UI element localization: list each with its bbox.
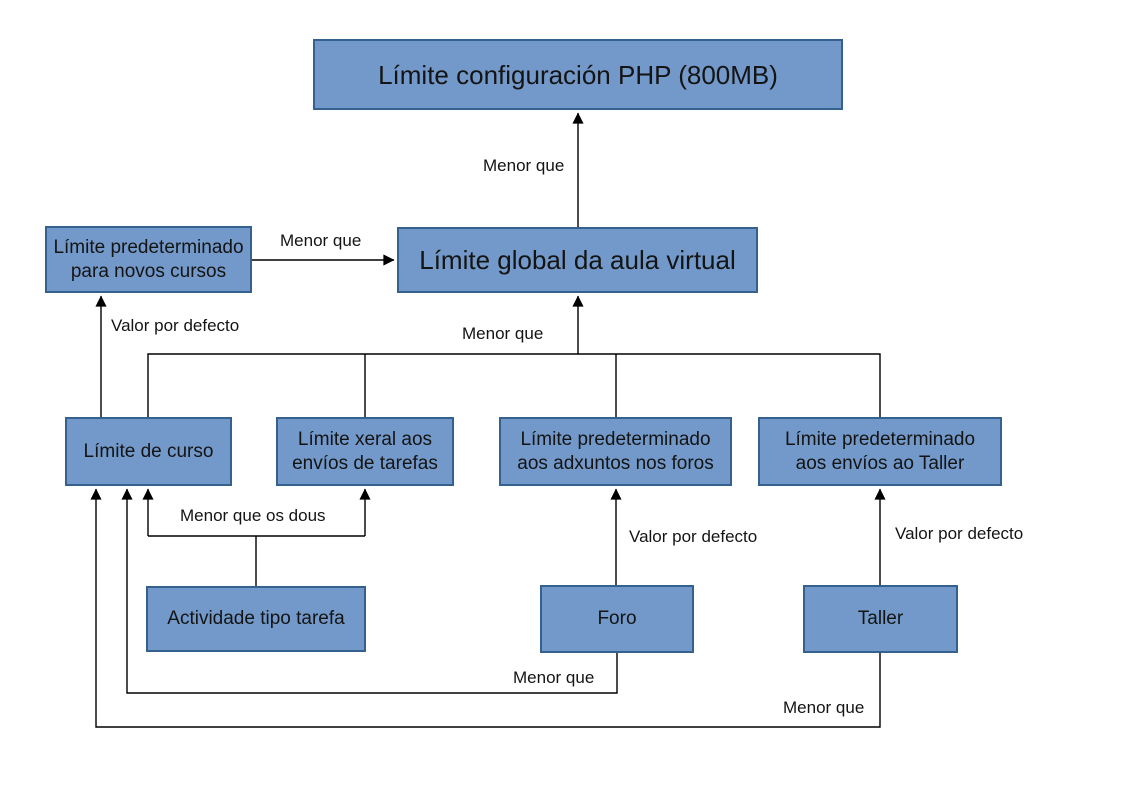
edge-label-workshop-to-course: Menor que [783, 698, 865, 717]
connector-workshop-to-course [90, 488, 881, 728]
node-assignment-general-limit: Límite xeral aos envíos de tarefas [276, 417, 454, 486]
node-default-new-courses-limit: Límite predeterminado para novos cursos [45, 226, 252, 293]
connector-forum-to-course [121, 488, 618, 694]
node-global-limit: Límite global da aula virtual [397, 227, 758, 293]
node-forum: Foro [540, 585, 694, 653]
node-workshop-submissions-limit: Límite predeterminado aos envíos ao Tall… [758, 417, 1002, 486]
connector-activity-bracket [148, 535, 365, 586]
node-php-config-limit: Límite configuración PHP (800MB) [313, 39, 843, 110]
edge-label-workshop-default: Valor por defecto [895, 524, 1024, 543]
edge-label-trunk-to-global: Menor que [462, 324, 544, 343]
edge-label-global-to-php: Menor que [483, 156, 565, 175]
node-assignment-activity: Actividade tipo tarefa [146, 586, 366, 652]
edge-label-course-to-newcourses: Valor por defecto [111, 316, 240, 335]
node-course-limit: Límite de curso [65, 417, 232, 486]
edge-label-forum-to-course: Menor que [513, 668, 595, 687]
edge-label-newcourses-to-global: Menor que [280, 231, 362, 250]
edge-label-activity-bracket: Menor que os dous [180, 506, 326, 525]
edge-label-forum-default: Valor por defecto [629, 527, 758, 546]
node-workshop: Taller [803, 585, 958, 653]
connector-trunk [147, 353, 881, 417]
node-forum-attachments-limit: Límite predeterminado aos adxuntos nos f… [499, 417, 732, 486]
